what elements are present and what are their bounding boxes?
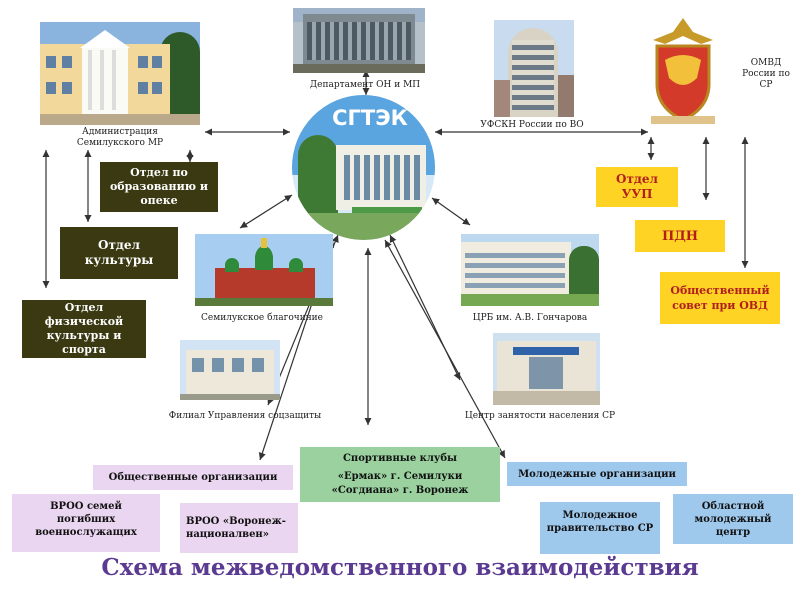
administration-caption: Администрация Семилукского МР [62, 127, 178, 149]
sports-clubs-list: «Ермак» г. Семилуки «Согдиана» г. Вороне… [300, 466, 500, 498]
center-label: СГТЭК [320, 106, 420, 130]
arrow-center-hospital [432, 198, 470, 225]
youth-gov-box: Молодежное правительство СР [540, 502, 660, 554]
uup-box: Отдел УУП [596, 167, 678, 207]
youth-center-box: Областной молодежный центр [673, 494, 793, 544]
department-photo [293, 8, 425, 73]
employment-photo [493, 333, 600, 405]
youth-orgs-box: Молодежные организации [507, 462, 687, 486]
page-title: Схема межведомственного взаимодействия [30, 553, 770, 583]
pdn-box: ПДН [635, 220, 725, 252]
sports-clubs-box: Спортивные клубы «Ермак» г. Семилуки «Со… [300, 447, 500, 502]
vroo-families-box: ВРОО семей погибших военнослужащих [12, 494, 160, 552]
arrow-center-church [240, 195, 292, 228]
council-box: Общественный совет при ОВД [660, 272, 780, 324]
church-photo [195, 234, 333, 306]
sports-clubs-title: Спортивные клубы [300, 451, 500, 466]
employment-caption: Центр занятости населения СР [455, 411, 625, 422]
church-caption: Семилукское благочиние [182, 313, 342, 324]
omvd-caption: ОМВД России по СР [740, 58, 792, 91]
sport-box: Отдел физической культуры и спорта [22, 300, 146, 358]
culture-box: Отдел культуры [60, 227, 178, 279]
vroo-voronezh-box: ВРОО «Воронеж-националвен» [180, 503, 298, 553]
ufskn-caption: УФСКН России по ВО [462, 120, 602, 131]
social-caption: Филиал Управления соцзащиты [150, 411, 340, 422]
education-box: Отдел по образованию и опеке [100, 162, 218, 212]
department-caption: Департамент ОН и МП [300, 80, 430, 91]
ufskn-photo [494, 20, 574, 117]
hospital-photo [461, 234, 599, 306]
administration-photo [40, 22, 200, 125]
omvd-emblem-icon [643, 12, 723, 127]
public-orgs-box: Общественные организации [93, 465, 293, 490]
hospital-caption: ЦРБ им. А.В. Гончарова [455, 313, 605, 324]
social-photo [180, 340, 280, 400]
